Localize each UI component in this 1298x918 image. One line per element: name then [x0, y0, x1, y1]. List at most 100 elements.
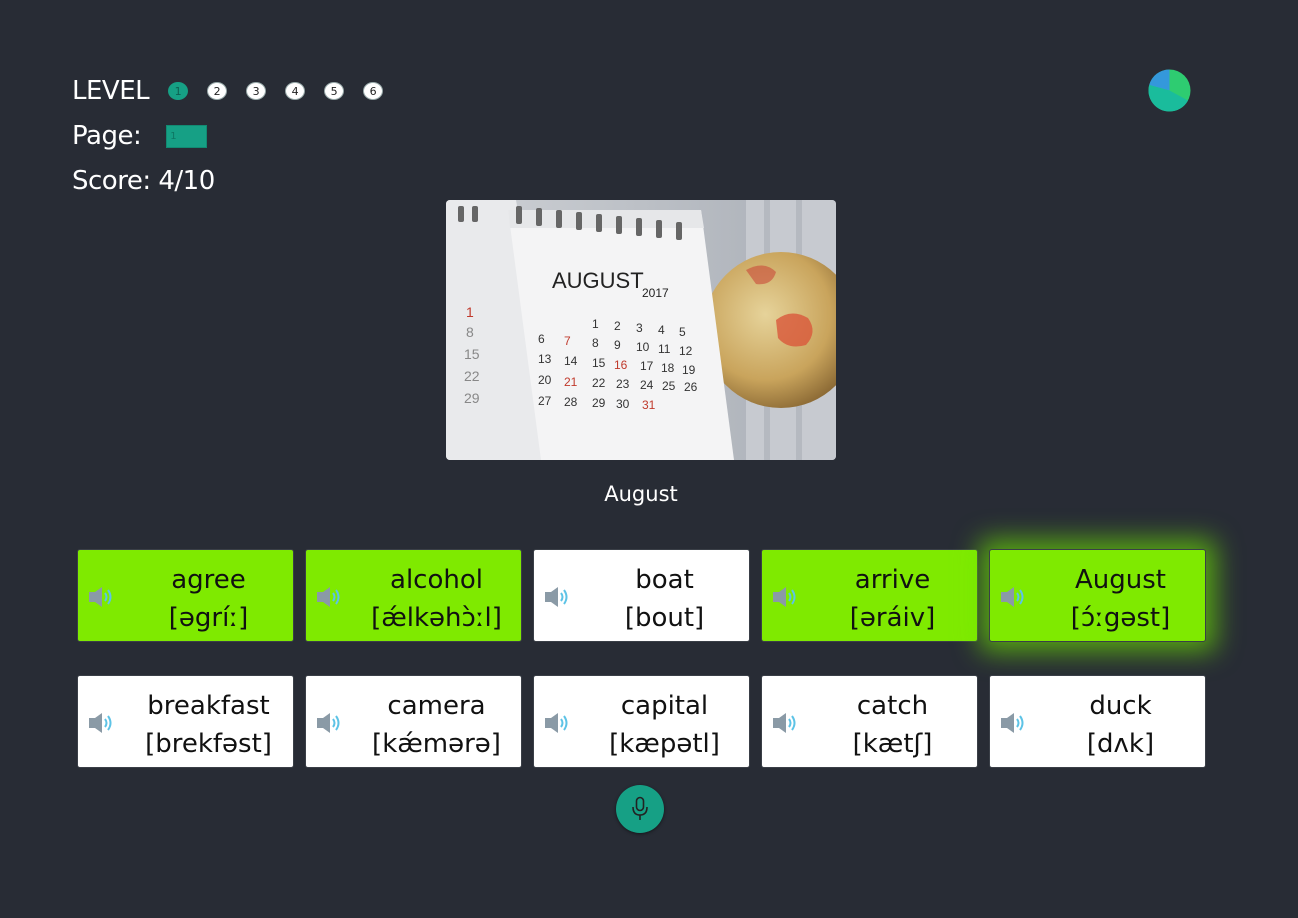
- svg-text:21: 21: [564, 375, 578, 389]
- card-word: duck: [1089, 691, 1152, 721]
- svg-text:8: 8: [466, 324, 474, 340]
- svg-text:26: 26: [684, 380, 698, 394]
- card-word: catch: [856, 691, 929, 721]
- card-word: camera: [387, 691, 486, 721]
- pie-chart-icon[interactable]: [1148, 69, 1191, 112]
- word-card-text: duck [dʌk]: [1036, 687, 1205, 763]
- svg-text:19: 19: [682, 363, 696, 377]
- word-card-text: boat [bout]: [580, 561, 749, 637]
- word-card-text: August [ɔ́ːgəst]: [1036, 561, 1205, 637]
- svg-text:4: 4: [658, 323, 665, 337]
- svg-text:15: 15: [592, 356, 606, 370]
- word-card[interactable]: agree[əgríː]: [77, 549, 294, 642]
- speaker-icon[interactable]: [772, 584, 800, 610]
- record-button[interactable]: [616, 785, 664, 833]
- level-2-button[interactable]: 2: [207, 82, 228, 100]
- svg-text:1: 1: [592, 317, 599, 331]
- card-word: alcohol: [390, 565, 483, 595]
- svg-text:23: 23: [616, 377, 630, 391]
- card-pronunciation: [əgríː]: [168, 603, 249, 633]
- card-word: boat: [635, 565, 694, 595]
- word-card[interactable]: boat [bout]: [533, 549, 750, 642]
- svg-text:6: 6: [538, 332, 545, 346]
- card-word: capital: [620, 691, 709, 721]
- speaker-icon[interactable]: [544, 710, 572, 736]
- svg-text:28: 28: [564, 395, 578, 409]
- svg-text:22: 22: [592, 376, 606, 390]
- card-word: breakfast: [147, 691, 270, 721]
- speaker-icon[interactable]: [316, 710, 344, 736]
- word-card[interactable]: August [ɔ́ːgəst]: [989, 549, 1206, 642]
- level-3-button[interactable]: 3: [246, 82, 267, 100]
- word-card-text: catch [kætʃ]: [808, 687, 977, 763]
- svg-text:14: 14: [564, 354, 578, 368]
- svg-text:24: 24: [640, 378, 654, 392]
- svg-text:1: 1: [466, 304, 474, 320]
- word-card-text: alcohol [ǽlkəhɔ̀ːl]: [352, 561, 521, 637]
- speaker-icon[interactable]: [544, 584, 572, 610]
- word-card[interactable]: catch [kætʃ]: [761, 675, 978, 768]
- speaker-icon[interactable]: [88, 710, 116, 736]
- card-word: arrive: [854, 565, 931, 595]
- card-pronunciation: [əráiv]: [849, 603, 936, 633]
- prompt-word: August: [604, 482, 678, 506]
- word-card-text: agree[əgríː]: [124, 561, 293, 637]
- card-pronunciation: [kǽmərə]: [372, 729, 501, 759]
- card-pronunciation: [dʌk]: [1086, 729, 1155, 759]
- card-pronunciation: [brekfəst]: [145, 729, 272, 759]
- word-card-text: capital [kæpətl]: [580, 687, 749, 763]
- svg-text:18: 18: [661, 361, 675, 375]
- svg-text:15: 15: [464, 346, 480, 362]
- card-pronunciation: [ǽlkəhɔ̀ːl]: [371, 603, 502, 633]
- word-card-text: arrive [əráiv]: [808, 561, 977, 637]
- calendar-year-text: 2017: [642, 286, 669, 300]
- word-card[interactable]: breakfast [brekfəst]: [77, 675, 294, 768]
- speaker-icon[interactable]: [1000, 710, 1028, 736]
- svg-text:29: 29: [464, 390, 480, 406]
- svg-text:27: 27: [538, 394, 552, 408]
- svg-text:25: 25: [662, 379, 676, 393]
- svg-text:31: 31: [642, 398, 656, 412]
- svg-text:22: 22: [464, 368, 480, 384]
- level-selector: LEVEL 1 2 3 4 5 6: [72, 76, 384, 106]
- svg-text:5: 5: [679, 325, 686, 339]
- svg-text:17: 17: [640, 359, 654, 373]
- svg-text:9: 9: [614, 338, 621, 352]
- svg-text:2: 2: [614, 319, 621, 333]
- word-card-text: breakfast [brekfəst]: [124, 687, 293, 763]
- speaker-icon[interactable]: [316, 584, 344, 610]
- page-row: Page: 1: [72, 121, 208, 151]
- card-pronunciation: [ɔ́ːgəst]: [1070, 603, 1171, 633]
- svg-text:13: 13: [538, 352, 552, 366]
- microphone-icon: [632, 796, 648, 820]
- word-card[interactable]: duck [dʌk]: [989, 675, 1206, 768]
- svg-text:30: 30: [616, 397, 630, 411]
- svg-text:7: 7: [564, 334, 571, 348]
- level-4-button[interactable]: 4: [285, 82, 306, 100]
- card-pronunciation: [bout]: [624, 603, 705, 633]
- speaker-icon[interactable]: [772, 710, 800, 736]
- page-label: Page:: [72, 121, 142, 151]
- card-word: August: [1075, 565, 1166, 595]
- svg-text:8: 8: [592, 336, 599, 350]
- word-card[interactable]: arrive [əráiv]: [761, 549, 978, 642]
- score-text: Score: 4/10: [72, 166, 215, 196]
- word-card[interactable]: alcohol [ǽlkəhɔ̀ːl]: [305, 549, 522, 642]
- svg-text:20: 20: [538, 373, 552, 387]
- word-card[interactable]: capital [kæpətl]: [533, 675, 750, 768]
- card-pronunciation: [kæpətl]: [609, 729, 720, 759]
- speaker-icon[interactable]: [1000, 584, 1028, 610]
- level-5-button[interactable]: 5: [324, 82, 345, 100]
- level-6-button[interactable]: 6: [363, 82, 384, 100]
- word-card-text: camera [kǽmərə]: [352, 687, 521, 763]
- level-1-button[interactable]: 1: [168, 82, 189, 100]
- calendar-month-text: AUGUST: [552, 268, 644, 293]
- svg-text:11: 11: [658, 342, 671, 356]
- word-card[interactable]: camera [kǽmərə]: [305, 675, 522, 768]
- card-pronunciation: [kætʃ]: [852, 729, 933, 759]
- page-indicator[interactable]: 1: [166, 124, 208, 148]
- speaker-icon[interactable]: [88, 584, 116, 610]
- level-label: LEVEL: [72, 76, 150, 106]
